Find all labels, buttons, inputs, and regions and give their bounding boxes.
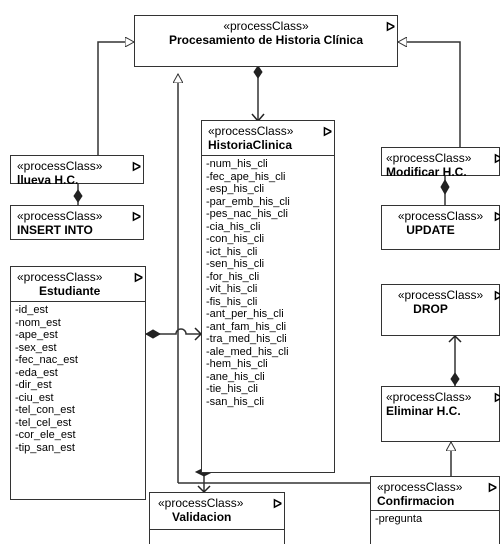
class-historia[interactable]: «processClass» HistoriaClinica ᐅ -num_hi… [201,120,335,473]
attribute: -par_emb_his_cli [206,195,290,208]
stereotype-label: «processClass» [17,159,103,173]
attribute: -con_his_cli [206,233,265,245]
attribute: -san_his_cli [206,395,265,408]
stereotype-label: «processClass» [158,496,244,510]
class-name: UPDATE [406,223,455,237]
class-modificar[interactable]: «processClass» Modificar H.C. ᐅ [381,147,500,179]
attribute: -tie_his_cli [206,383,258,395]
stereotype-label: «processClass» [223,19,309,33]
attribute: -ale_med_his_cli [206,345,289,358]
class-insert[interactable]: «processClass» INSERT INTO ᐅ [10,205,144,240]
stereotype-label: «processClass» [386,390,472,404]
association-estudiante-historia [146,328,201,335]
attribute: -eda_est [15,366,58,379]
attribute: -tip_san_est [15,441,75,454]
attribute: -sex_est [15,341,57,354]
process-class-icon: ᐅ [133,271,143,285]
class-name: Validacion [172,510,232,524]
class-name: Modificar H.C. [386,165,467,179]
process-class-icon: ᐅ [322,125,332,139]
stereotype-label: «processClass» [386,151,472,165]
stereotype-label: «processClass» [208,124,294,138]
class-nueva[interactable]: «processClass» llueva H.C. ᐅ [10,155,144,187]
process-class-icon: ᐅ [131,160,141,174]
class-estudiante[interactable]: «processClass» Estudiante ᐅ -id_est -nom… [10,266,146,500]
diamond-nueva-insert [73,189,83,203]
process-class-icon: ᐅ [493,391,500,405]
class-name: HistoriaClinica [208,138,293,152]
diamond-modificar-update [440,178,450,196]
attribute: -tel_cel_est [15,416,72,429]
attribute: -ant_per_his_cli [206,308,284,320]
class-name: Confirmacion [377,494,455,508]
attribute: -nom_est [15,316,61,329]
diamond-estudiante-historia [144,329,162,339]
attribute-list: -num_his_cli -fec_ape_his_cli -esp_his_c… [202,155,334,410]
attribute: -pregunta [375,513,423,525]
attribute: -fec_ape_his_cli [206,170,286,183]
class-name: DROP [413,302,448,316]
attribute: -cia_his_cli [206,220,261,233]
process-class-icon: ᐅ [493,210,500,224]
attribute: -num_his_cli [206,158,268,170]
attribute: -ane_his_cli [206,370,265,383]
process-class-icon: ᐅ [131,210,141,224]
attribute: -dir_est [15,379,52,391]
process-class-icon: ᐅ [493,152,500,166]
process-class-icon: ᐅ [385,20,395,34]
diamond-procesamiento-historia-top [253,65,263,79]
class-name: Procesamiento de Historia Clínica [168,33,364,47]
attribute: -ant_fam_his_cli [206,320,287,333]
class-drop[interactable]: «processClass» DROP ᐅ [381,284,500,336]
class-eliminar[interactable]: «processClass» Eliminar H.C. ᐅ [381,386,500,442]
arrowhead-drop-eliminar [448,334,462,343]
attribute: -tel_con_est [15,404,75,416]
class-validacion[interactable]: «processClass» Validacion ᐅ [149,492,285,544]
stereotype-label: «processClass» [17,209,103,223]
attribute: -cor_ele_est [15,429,76,441]
attribute: -ape_est [15,329,58,341]
class-confirmacion[interactable]: «processClass» Confirmacion ᐅ -pregunta [370,476,500,544]
attribute-list: -id_est -nom_est -ape_est -sex_est -fec_… [11,301,145,456]
compartment-divider [150,529,284,530]
process-class-icon: ᐅ [493,289,500,303]
stereotype-label: «processClass» [377,480,463,494]
class-name: Eliminar H.C. [386,404,461,418]
attribute: -vit_his_cli [206,283,258,295]
attribute: -ict_his_cli [206,245,258,258]
stereotype-label: «processClass» [397,209,484,223]
class-procesamiento[interactable]: «processClass» Procesamiento de Historia… [134,15,398,67]
generalization-nueva-procesamiento [97,42,134,155]
class-update[interactable]: «processClass» UPDATE ᐅ [381,205,500,250]
attribute-list: -pregunta [371,510,499,528]
attribute: -for_his_cli [206,270,260,283]
attribute: -sen_his_cli [206,258,265,270]
attribute: -esp_his_cli [206,183,265,195]
attribute: -fec_nac_est [15,354,78,366]
attribute: -ciu_est [15,391,54,404]
attribute: -pes_nac_his_cli [206,208,288,220]
attribute: -id_est [15,304,49,316]
class-name: Estudiante [39,284,101,298]
process-class-icon: ᐅ [487,481,497,495]
class-name: INSERT INTO [17,223,93,237]
attribute: -hem_his_cli [206,358,268,370]
stereotype-label: «processClass» [17,270,103,284]
generalization-modificar-procesamiento [398,42,461,147]
attribute: -fis_his_cli [206,295,258,308]
class-name: llueva H.C. [17,173,79,187]
attribute: -tra_med_his_cli [206,333,287,345]
diamond-drop-eliminar [450,372,460,386]
stereotype-label: «processClass» [397,288,484,302]
process-class-icon: ᐅ [272,497,282,511]
